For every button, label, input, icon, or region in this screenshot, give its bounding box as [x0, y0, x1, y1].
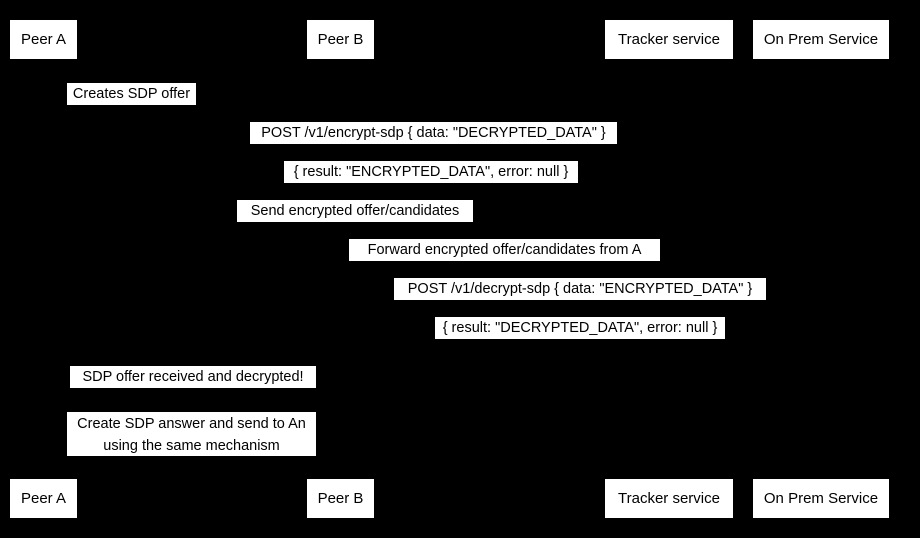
lifeline-tracker	[668, 59, 670, 479]
message-line: using the same mechanism	[103, 438, 280, 454]
message-label-send-encrypted-offer[interactable]: Send encrypted offer/candidates	[237, 200, 473, 222]
participant-label: On Prem Service	[763, 31, 879, 48]
participant-label: Peer A	[20, 31, 67, 48]
participant-header-on-prem[interactable]: On Prem Service	[753, 20, 889, 59]
message-label-decrypt-sdp-result[interactable]: { result: "DECRYPTED_DATA", error: null …	[435, 317, 725, 339]
message-line: Send encrypted offer/candidates	[250, 203, 460, 219]
lifeline-peer-b	[340, 59, 341, 479]
message-line: POST /v1/decrypt-sdp { data: "ENCRYPTED_…	[407, 281, 753, 297]
participant-footer-peer-b[interactable]: Peer B	[307, 479, 374, 518]
participant-label: Peer B	[317, 490, 364, 507]
participant-footer-peer-a[interactable]: Peer A	[10, 479, 77, 518]
participant-label: Tracker service	[618, 490, 720, 507]
message-line: Create SDP answer and send to An	[77, 416, 306, 432]
lifeline-peer-a	[43, 59, 44, 479]
message-label-post-encrypt-sdp[interactable]: POST /v1/encrypt-sdp { data: "DECRYPTED_…	[250, 122, 617, 144]
message-line: { result: "DECRYPTED_DATA", error: null …	[442, 320, 718, 336]
participant-header-peer-a[interactable]: Peer A	[10, 20, 77, 59]
message-label-encrypt-sdp-result[interactable]: { result: "ENCRYPTED_DATA", error: null …	[284, 161, 578, 183]
message-line: Creates SDP offer	[72, 86, 191, 102]
participant-header-tracker[interactable]: Tracker service	[605, 20, 733, 59]
participant-label: On Prem Service	[763, 490, 879, 507]
message-line: { result: "ENCRYPTED_DATA", error: null …	[293, 164, 569, 180]
participant-header-peer-b[interactable]: Peer B	[307, 20, 374, 59]
message-label-create-sdp-answer[interactable]: Create SDP answer and send to An using th…	[67, 412, 316, 456]
participant-label: Tracker service	[618, 31, 720, 48]
message-line: Forward encrypted offer/candidates from …	[367, 242, 642, 258]
message-label-sdp-offer-received[interactable]: SDP offer received and decrypted!	[70, 366, 316, 388]
participant-label: Peer A	[20, 490, 67, 507]
participant-footer-on-prem[interactable]: On Prem Service	[753, 479, 889, 518]
message-line: POST /v1/encrypt-sdp { data: "DECRYPTED_…	[261, 125, 606, 141]
participant-label: Peer B	[317, 31, 364, 48]
participant-footer-tracker[interactable]: Tracker service	[605, 479, 733, 518]
message-line: SDP offer received and decrypted!	[82, 369, 304, 385]
message-label-forward-encrypted-offer[interactable]: Forward encrypted offer/candidates from …	[349, 239, 660, 261]
message-label-creates-sdp-offer[interactable]: Creates SDP offer	[67, 83, 196, 105]
message-label-post-decrypt-sdp[interactable]: POST /v1/decrypt-sdp { data: "ENCRYPTED_…	[394, 278, 766, 300]
lifeline-on-prem	[820, 59, 822, 479]
